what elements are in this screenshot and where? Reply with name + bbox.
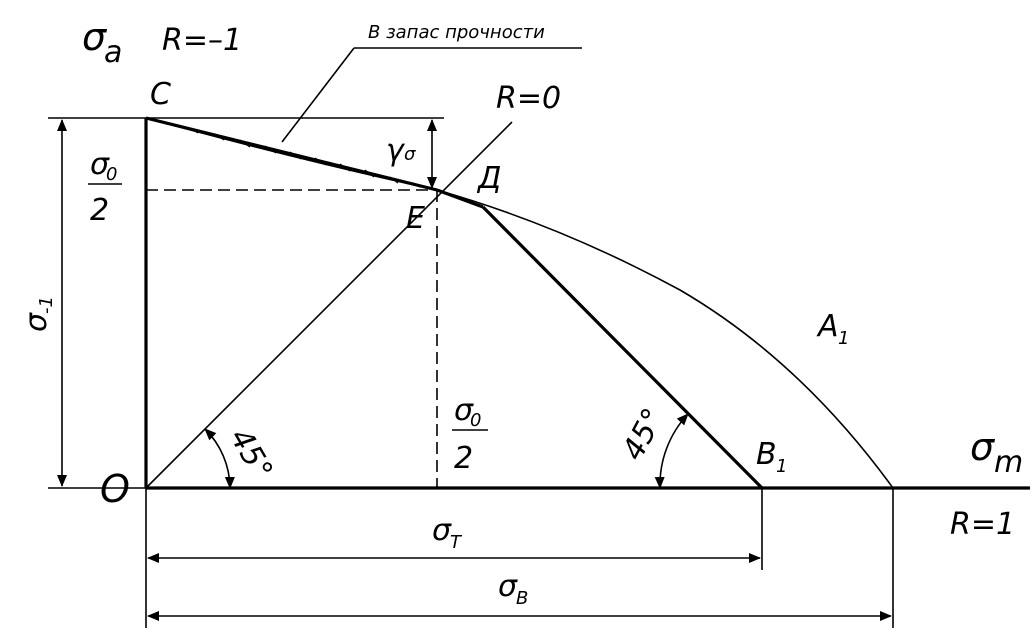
label-sigma-t: σ T (432, 513, 463, 553)
svg-text:-1: -1 (36, 296, 57, 314)
line-db1 (481, 205, 764, 490)
safety-margin-hatch (189, 127, 421, 188)
svg-text:σ: σ (454, 393, 474, 428)
label-sigma-minus1: σ -1 (19, 296, 57, 332)
label-e: E (406, 201, 425, 236)
svg-text:a: a (104, 35, 122, 70)
svg-text:0: 0 (470, 410, 481, 431)
schematized-line-ce (145, 116, 438, 192)
svg-text:2: 2 (454, 441, 473, 476)
svg-text:1: 1 (776, 456, 787, 477)
svg-text:σ: σ (82, 15, 108, 59)
label-sigma-m: σ m (970, 425, 1023, 480)
label-a1: A 1 (816, 309, 849, 349)
svg-text:B: B (756, 437, 777, 472)
svg-text:A: A (816, 309, 839, 344)
label-c: C (150, 77, 171, 112)
svg-text:σ: σ (432, 513, 452, 548)
label-leader-text: В запас прочности (368, 22, 545, 43)
label-gamma: γ σ (386, 133, 416, 168)
label-o: O (100, 467, 130, 511)
svg-text:σ: σ (19, 312, 54, 332)
limit-curve (145, 117, 894, 489)
label-angle-left: 45° (222, 423, 279, 487)
leader-line-diagonal (281, 47, 355, 143)
label-sigma0-half-left: σ 0 2 (90, 147, 117, 228)
svg-text:σ: σ (970, 425, 996, 469)
label-b1: B 1 (756, 437, 787, 477)
label-sigma-b: σ B (498, 569, 528, 609)
svg-text:0: 0 (106, 164, 117, 185)
angle-arc-right (654, 413, 689, 489)
label-d: Д (476, 161, 501, 196)
svg-text:1: 1 (838, 328, 849, 349)
label-r-one: R=1 (950, 507, 1015, 542)
angle-arc-left (204, 428, 235, 489)
svg-text:B: B (516, 588, 528, 609)
svg-text:2: 2 (90, 193, 109, 228)
line-ed (436, 188, 484, 209)
svg-text:γ: γ (386, 133, 406, 168)
label-sigma0-half-bottom: σ 0 2 (454, 393, 481, 476)
svg-text:m: m (994, 445, 1023, 480)
label-sigma-a: σ a (82, 15, 122, 70)
svg-text:σ: σ (498, 569, 518, 604)
ray-r0 (145, 121, 513, 489)
label-r-zero: R=0 (496, 81, 561, 116)
label-r-minus1: R=–1 (162, 23, 242, 58)
svg-text:σ: σ (404, 144, 416, 165)
svg-text:T: T (450, 532, 463, 553)
svg-text:σ: σ (90, 147, 110, 182)
